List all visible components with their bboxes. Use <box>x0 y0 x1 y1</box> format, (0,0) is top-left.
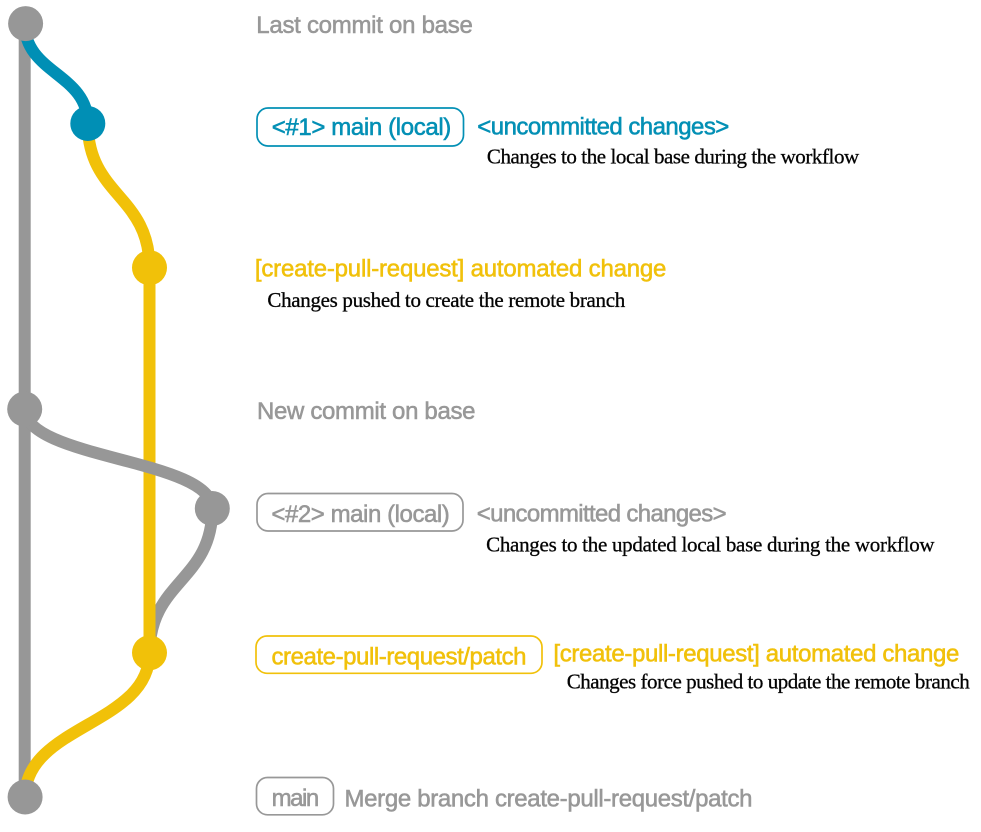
svg-text:Changes to the updated local b: Changes to the updated local base during… <box>486 533 935 557</box>
svg-text:create-pull-request/patch: create-pull-request/patch <box>272 644 527 671</box>
svg-text:main: main <box>272 785 320 812</box>
svg-text:Changes force pushed to update: Changes force pushed to update the remot… <box>567 670 971 694</box>
svg-text:<uncommitted changes>: <uncommitted changes> <box>477 501 727 528</box>
svg-text:<#1> main (local): <#1> main (local) <box>272 114 452 141</box>
svg-text:<uncommitted changes>: <uncommitted changes> <box>477 114 729 141</box>
svg-text:[create-pull-request] automate: [create-pull-request] automated change <box>255 256 667 283</box>
svg-text:Changes to the local base duri: Changes to the local base during the wor… <box>487 144 860 168</box>
svg-text:Merge branch create-pull-reque: Merge branch create-pull-request/patch <box>345 786 753 813</box>
svg-text:Last commit on base: Last commit on base <box>256 12 473 39</box>
svg-text:[create-pull-request] automate: [create-pull-request] automated change <box>553 641 959 668</box>
svg-text:New commit on base: New commit on base <box>257 398 476 425</box>
svg-text:Changes pushed to create the r: Changes pushed to create the remote bran… <box>267 288 625 312</box>
svg-text:<#2> main (local): <#2> main (local) <box>271 501 449 528</box>
